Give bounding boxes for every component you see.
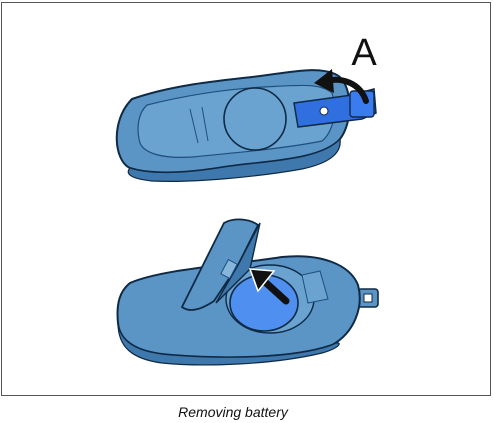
fob-top-groove (189, 106, 209, 144)
remove-battery-arrow (260, 277, 290, 305)
figure-caption: Removing battery (178, 404, 288, 420)
fob-bottom-lower-edge (117, 322, 340, 366)
fob-top-round-button (223, 87, 287, 151)
illustration: A (115, 32, 379, 366)
fob-top-lower-edge (127, 137, 341, 182)
key-blade-hole (319, 106, 329, 116)
fob-bottom-side-detail (301, 270, 329, 304)
key-fob-bottom (116, 218, 379, 366)
figure-frame: A (1, 2, 491, 396)
key-fob-top (115, 69, 377, 182)
remove-battery-arrowhead (248, 268, 276, 293)
remove-key-arrowhead (314, 69, 334, 93)
battery-cover-latch (220, 258, 238, 280)
callout-label: A (351, 32, 377, 74)
